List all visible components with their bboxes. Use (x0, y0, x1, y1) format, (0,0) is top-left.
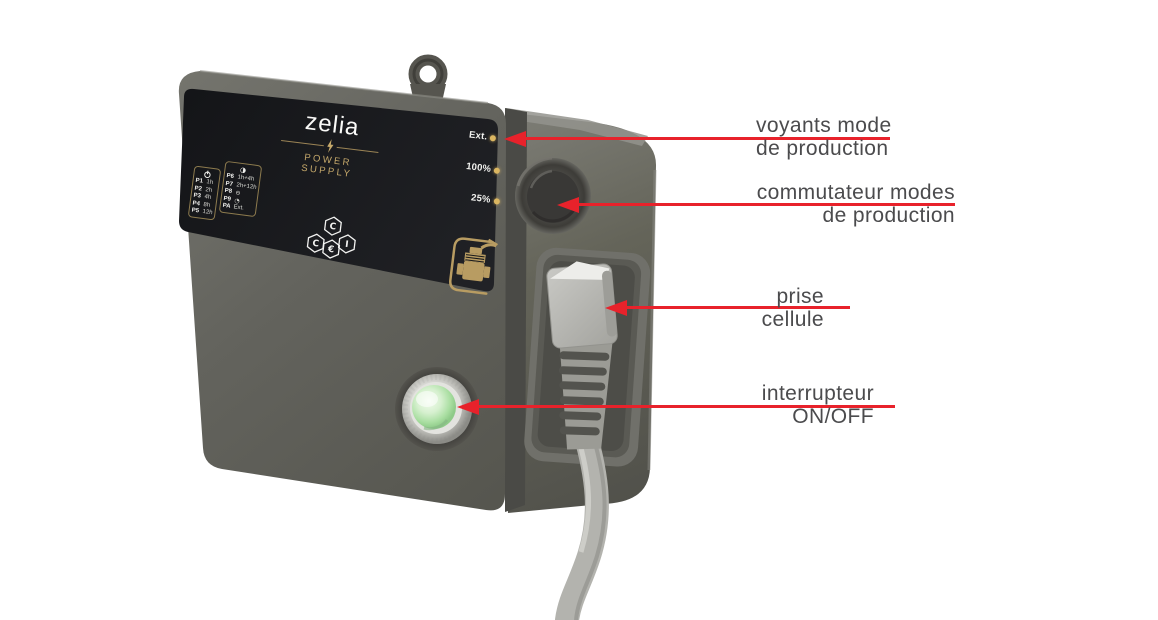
annotation-commutateur: commutateur modes de production (755, 181, 955, 227)
led-ext-label: Ext. (468, 129, 488, 143)
led-25-dot (493, 197, 500, 205)
svg-text:C: C (329, 222, 337, 233)
annotation-prise-line1: prise (776, 285, 824, 308)
led-ext-dot (489, 134, 497, 142)
arrow-prise (605, 299, 850, 316)
arrow-voyants (504, 130, 890, 147)
power-icon (203, 170, 211, 178)
annotation-voyants: voyants mode de production (756, 114, 896, 160)
cell-icon (449, 237, 498, 295)
day-night-icon: ◑ (239, 165, 247, 175)
brand-block: zelia POWER SUPPLY (277, 106, 382, 182)
arrow-commutateur (557, 196, 955, 213)
annotation-commutateur-line1: commutateur modes (756, 181, 955, 204)
arrow-interrupteur (457, 398, 895, 415)
annotation-voyants-line1: voyants mode (756, 114, 892, 137)
annotation-interrupteur-line2: ON/OFF (792, 405, 874, 428)
label-panel (179, 88, 498, 292)
strain-relief (558, 335, 614, 450)
annotation-commutateur-line2: de production (822, 204, 955, 227)
brand-divider (280, 133, 379, 159)
annotation-interrupteur-line1: interrupteur (761, 382, 874, 405)
ccei-logo: C C € I (306, 216, 356, 259)
svg-text:I: I (344, 240, 349, 250)
lightning-bolt-icon (326, 139, 333, 153)
led-25-label: 25% (470, 192, 492, 206)
on-off-button (395, 367, 479, 451)
svg-text:C: C (312, 239, 320, 250)
annotation-interrupteur: interrupteur ON/OFF (720, 382, 874, 428)
annotation-prise: prise cellule (720, 285, 824, 331)
annotation-voyants-line2: de production (756, 137, 889, 160)
svg-text:€: € (326, 245, 334, 256)
annotation-prise-line2: cellule (761, 308, 824, 331)
commutateur-knob (515, 156, 591, 234)
led-100-dot (493, 166, 501, 174)
